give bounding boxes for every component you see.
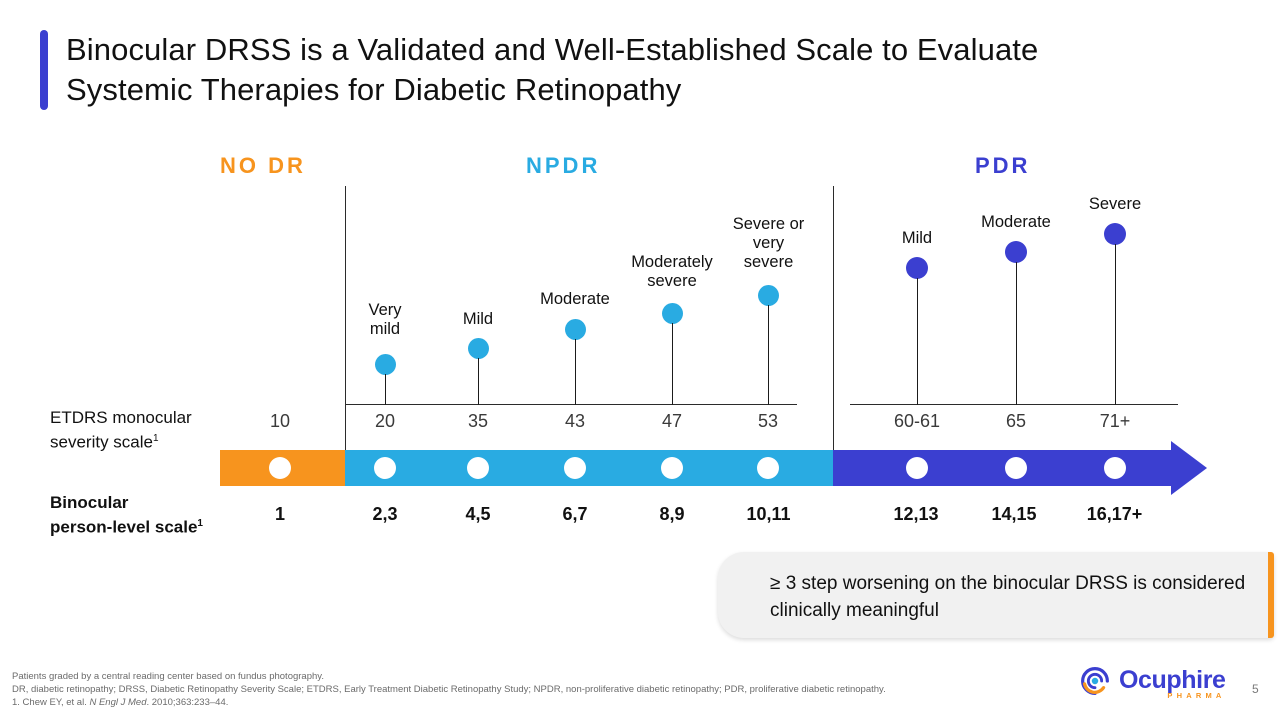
binocular-value-2-3: 2,3 (372, 504, 398, 524)
scale-bar-arrow-tip (1171, 441, 1207, 495)
logo-text-block: Ocuphire PHARMA (1119, 665, 1226, 700)
slide-title-block: Binocular DRSS is a Validated and Well-E… (40, 30, 1160, 110)
scale-bar-marker-12-13 (906, 457, 928, 479)
severity-label-npdr-very-mild: Very mild (368, 301, 402, 338)
etdrs-row-label: ETDRS monocular severity scale1 (50, 407, 230, 453)
callout-text: ≥ 3 step worsening on the binocular DRSS… (770, 573, 1246, 621)
severity-label-npdr-moderately-severe: Moderately severe (631, 253, 713, 290)
etdrs-value-65: 65 (1005, 411, 1027, 431)
severity-dot-npdr-moderate (565, 319, 586, 340)
binocular-value-4-5: 4,5 (465, 504, 491, 524)
binocular-row-label: Binocular person-level scale1 (50, 492, 240, 538)
severity-stem-npdr-moderate (575, 339, 577, 405)
severity-label-pdr-severe: Severe (1088, 195, 1142, 213)
etdrs-value-47: 47 (661, 411, 683, 431)
ocuphire-spiral-icon (1076, 662, 1114, 705)
footnote-reference: 1. Chew EY, et al. N Engl J Med. 2010;36… (12, 696, 1042, 709)
severity-stem-pdr-mild (917, 278, 919, 405)
page-title: Binocular DRSS is a Validated and Well-E… (66, 32, 1039, 107)
scale-bar-segment-npdr (345, 450, 833, 486)
binocular-value-16-17plus: 16,17+ (1086, 504, 1143, 524)
severity-dot-npdr-mild (468, 338, 489, 359)
callout-accent-bar (1268, 552, 1274, 638)
severity-stem-npdr-very-mild (385, 374, 387, 405)
reference-suffix: . 2010;363:233–44. (146, 697, 229, 708)
severity-dot-pdr-moderate (1005, 241, 1027, 263)
severity-label-pdr-mild: Mild (901, 229, 933, 247)
etdrs-row-label-superscript: 1 (152, 433, 159, 444)
binocular-value-8-9: 8,9 (659, 504, 685, 524)
scale-bar-marker-4-5 (467, 457, 489, 479)
npdr-baseline (345, 404, 797, 405)
severity-dot-pdr-mild (906, 257, 928, 279)
binocular-row-label-line1: Binocular (50, 493, 129, 512)
logo-wordmark: Ocuphire (1119, 665, 1226, 694)
zone-divider-npdr-pdr (833, 186, 834, 485)
binocular-value-1: 1 (274, 504, 285, 524)
severity-label-pdr-moderate: Moderate (981, 213, 1051, 231)
scale-bar-marker-16-17plus (1104, 457, 1126, 479)
page-number: 5 (1252, 682, 1259, 696)
title-accent-bar (40, 30, 48, 110)
etdrs-value-10: 10 (269, 411, 291, 431)
severity-stem-npdr-moderately-severe (672, 323, 674, 405)
severity-dot-npdr-very-mild (375, 354, 396, 375)
reference-journal: N Engl J Med (89, 697, 147, 708)
severity-label-npdr-moderate: Moderate (540, 290, 610, 308)
pdr-baseline (850, 404, 1178, 405)
callout-box: ≥ 3 step worsening on the binocular DRSS… (718, 552, 1274, 638)
zone-label-pdr: PDR (975, 153, 1031, 178)
severity-dot-npdr-moderately-severe (662, 303, 683, 324)
etdrs-value-35: 35 (467, 411, 489, 431)
footnote-abbreviations: DR, diabetic retinopathy; DRSS, Diabetic… (12, 684, 886, 695)
company-logo: Ocuphire PHARMA (1076, 662, 1226, 705)
zone-divider-nodr-npdr (345, 186, 346, 485)
binocular-value-10-11: 10,11 (746, 504, 791, 524)
binocular-value-12-13: 12,13 (893, 504, 939, 524)
zone-label-no-dr: NO DR (220, 153, 306, 178)
reference-prefix: 1. Chew EY, et al. (12, 697, 90, 708)
zone-label-npdr: NPDR (526, 153, 601, 178)
binocular-value-6-7: 6,7 (562, 504, 588, 524)
scale-bar-marker-14-15 (1005, 457, 1027, 479)
severity-label-npdr-mild: Mild (462, 310, 494, 328)
etdrs-row-label-line1: ETDRS monocular (50, 408, 192, 427)
logo-tagline: PHARMA (1167, 690, 1226, 700)
footnote-methods: Patients graded by a central reading cen… (12, 671, 324, 682)
severity-stem-pdr-severe (1115, 244, 1117, 405)
severity-stem-npdr-severe-or-very-severe (768, 305, 770, 405)
etdrs-value-20: 20 (374, 411, 396, 431)
scale-bar-marker-6-7 (564, 457, 586, 479)
etdrs-value-60-61: 60-61 (893, 411, 941, 431)
severity-label-npdr-severe-or-very-severe: Severe or very severe (732, 215, 805, 271)
scale-bar-marker-8-9 (661, 457, 683, 479)
scale-bar-marker-1 (269, 457, 291, 479)
binocular-row-label-line2: person-level scale (50, 517, 198, 537)
binocular-row-label-superscript: 1 (197, 518, 203, 529)
severity-stem-npdr-mild (478, 358, 480, 405)
etdrs-value-53: 53 (757, 411, 779, 431)
severity-stem-pdr-moderate (1016, 262, 1018, 405)
scale-bar-marker-2-3 (374, 457, 396, 479)
binocular-value-14-15: 14,15 (991, 504, 1037, 524)
etdrs-value-71plus: 71+ (1099, 411, 1131, 431)
footnotes: Patients graded by a central reading cen… (12, 670, 1042, 709)
etdrs-value-43: 43 (564, 411, 586, 431)
severity-dot-pdr-severe (1104, 223, 1126, 245)
etdrs-row-label-line2: severity scale (50, 432, 153, 452)
severity-dot-npdr-severe-or-very-severe (758, 285, 779, 306)
scale-bar-marker-10-11 (757, 457, 779, 479)
